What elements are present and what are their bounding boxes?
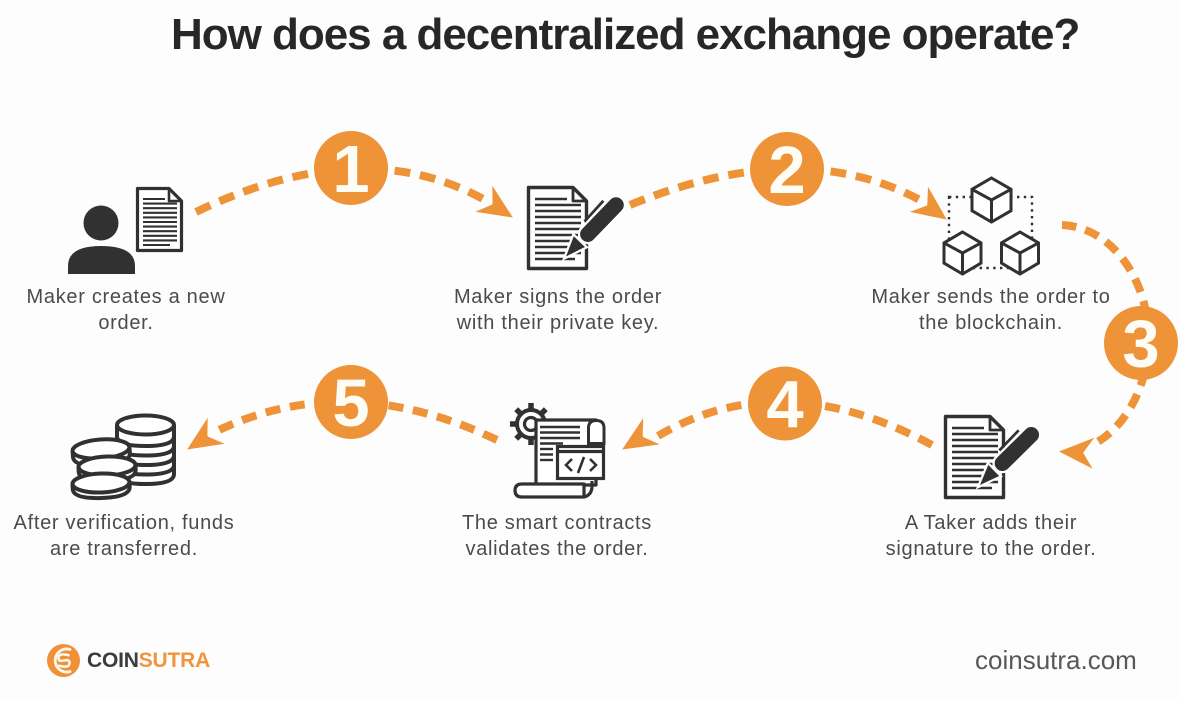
svg-text:1: 1 <box>332 132 369 207</box>
svg-text:3: 3 <box>1122 307 1159 382</box>
svg-text:5: 5 <box>332 366 369 441</box>
svg-text:4: 4 <box>766 368 803 443</box>
svg-text:2: 2 <box>768 133 805 208</box>
